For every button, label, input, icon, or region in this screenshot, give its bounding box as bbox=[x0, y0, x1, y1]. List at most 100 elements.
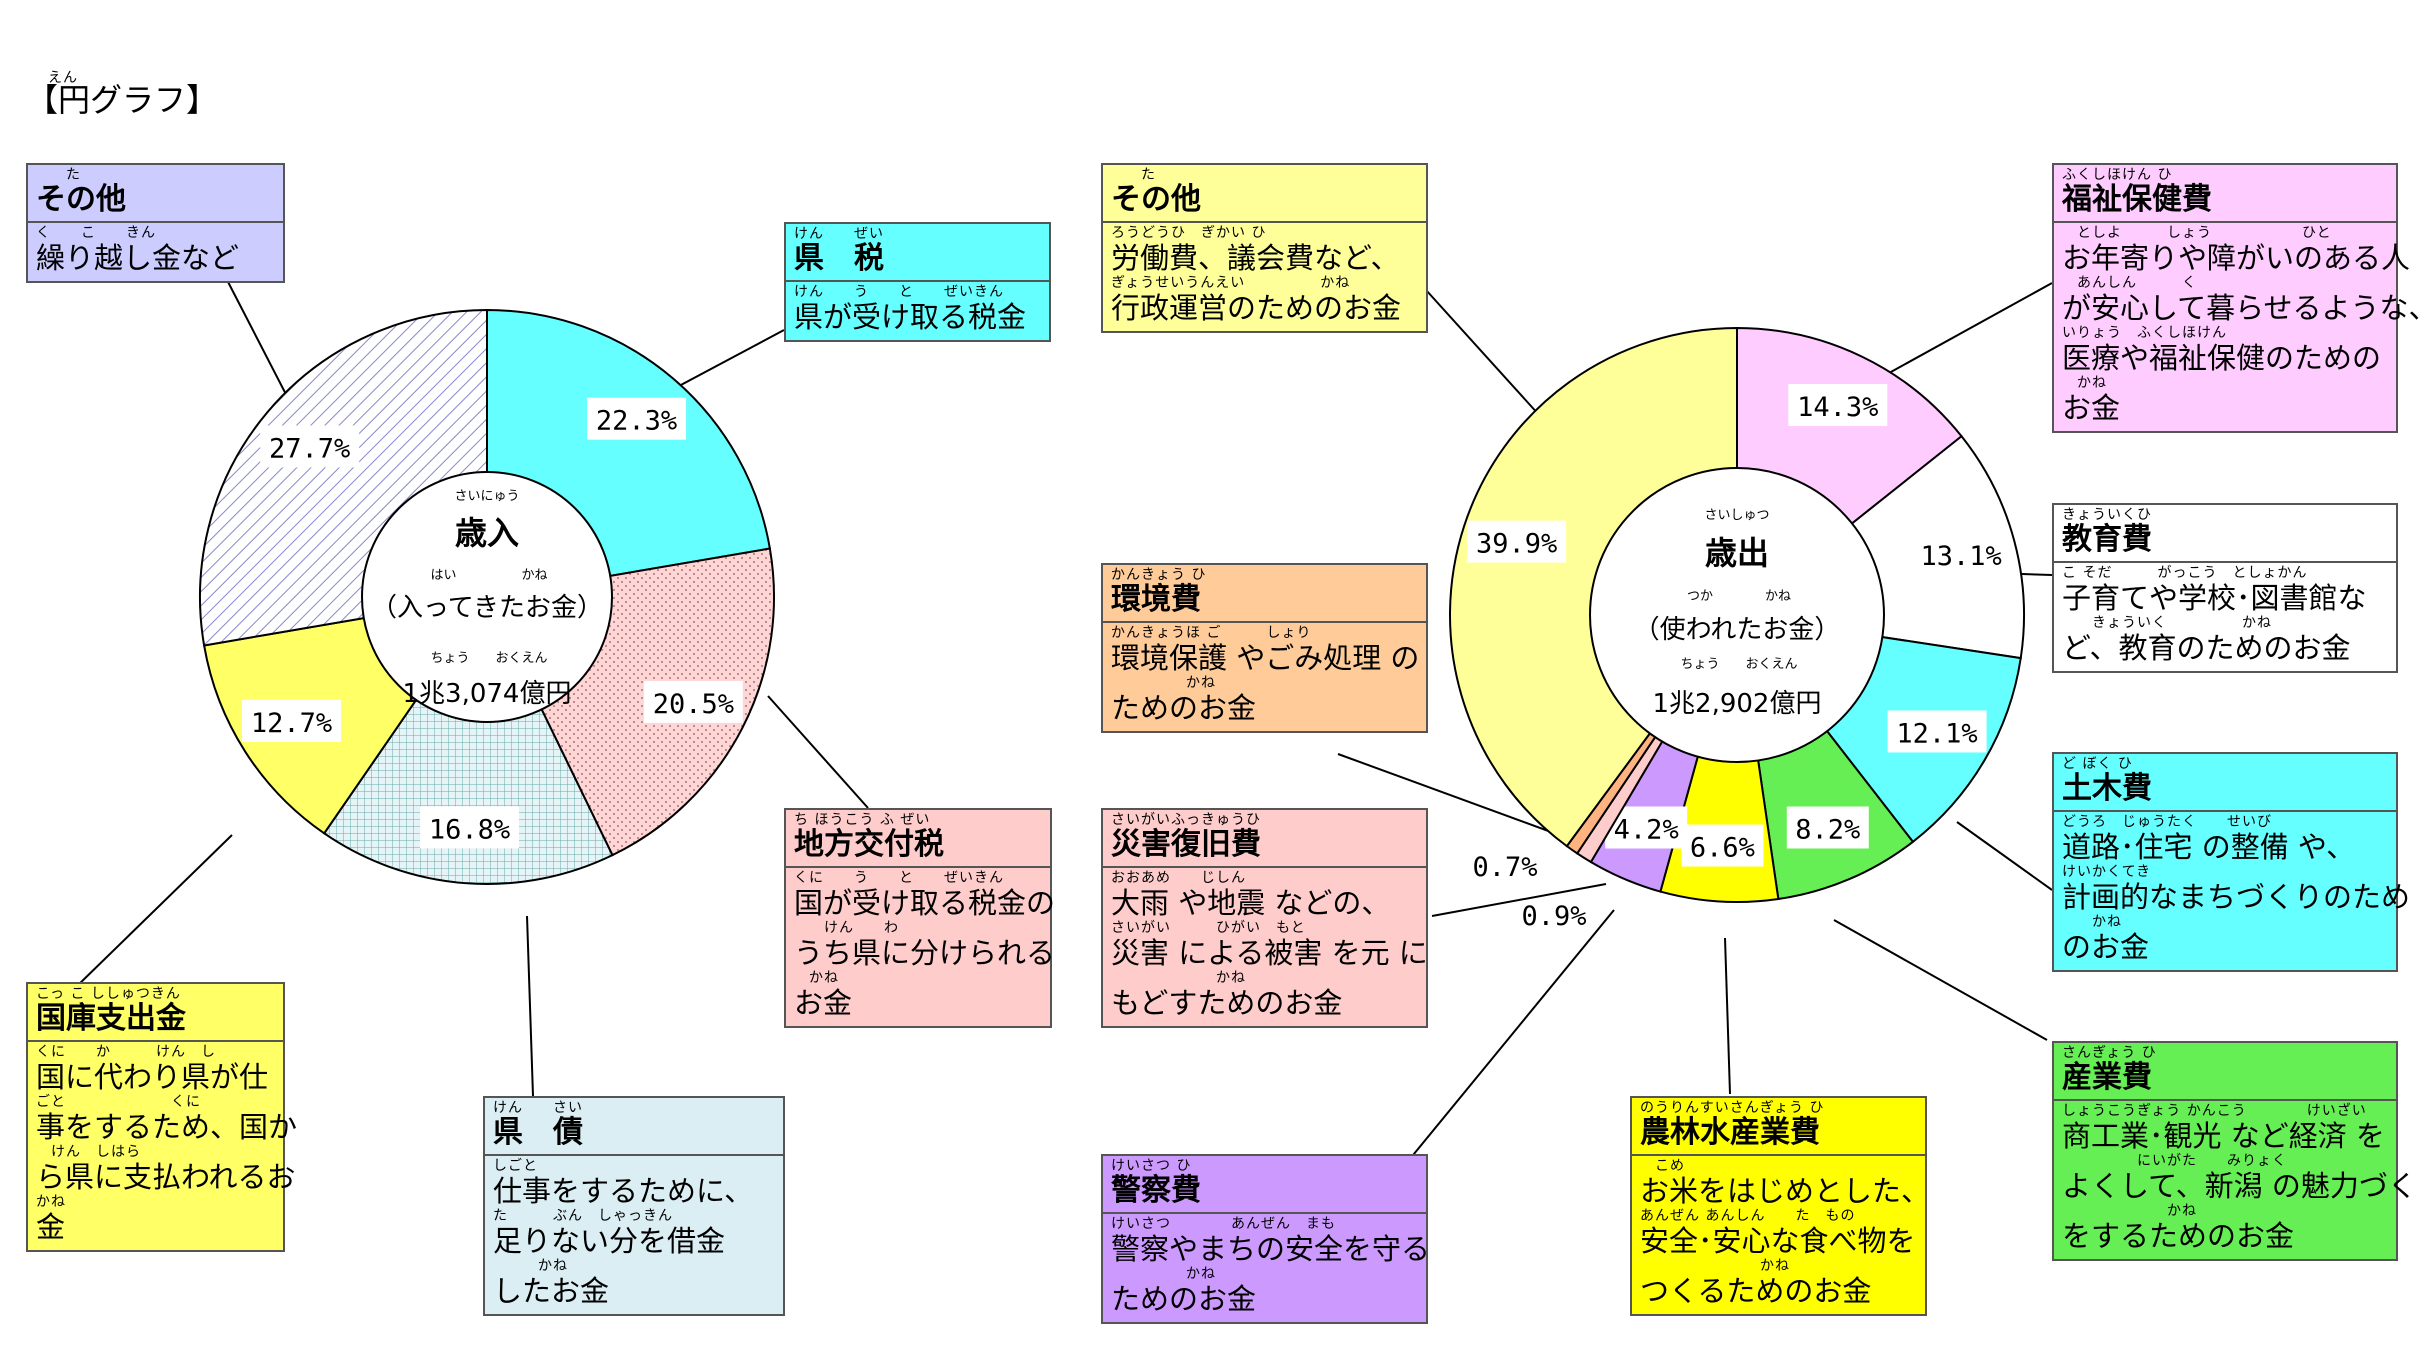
box-title-ruby: かんきょう ひ bbox=[1111, 567, 1207, 583]
box-title: 国庫支出金 bbox=[36, 1001, 186, 1036]
box-text: お年寄りや障がいのある人 bbox=[2062, 241, 2411, 275]
box-title-ruby: ち ほうこう ふ ぜい bbox=[794, 812, 931, 828]
expenditure-title: 歳出 bbox=[1705, 534, 1769, 572]
revenue-label-bg-3 bbox=[242, 699, 342, 742]
box-text: 労働費、議会費など、 bbox=[1111, 241, 1400, 275]
box-text-ruby: かね bbox=[2062, 1203, 2197, 1219]
label-box-exp-other: たその他ろうどうひ ぎかい ひ労働費、議会費など、ぎょうせいうんえい かね行政運… bbox=[1101, 163, 1428, 333]
box-text: ためのお金 bbox=[1111, 1282, 1257, 1316]
box-title-ruby: ふくしほけん ひ bbox=[2062, 167, 2173, 183]
revenue-label-3: 12.7% bbox=[251, 708, 332, 739]
box-body: くに う と ぜいきん国が受け取る税金の けん わうち県に分けられる かねお金 bbox=[786, 868, 1055, 1026]
box-text-ruby: けん う と ぜいきん bbox=[794, 284, 1004, 300]
box-text-ruby: た ぶん しゃっきん bbox=[493, 1208, 673, 1224]
box-text: お金 bbox=[794, 986, 853, 1020]
revenue-label-0: 22.3% bbox=[596, 406, 677, 437]
label-box-rev-koufu: ち ほうこう ふ ぜい地方交付税くに う と ぜいきん国が受け取る税金の けん … bbox=[784, 808, 1055, 1028]
box-title-ruby: きょういくひ bbox=[2062, 507, 2152, 523]
box-text-ruby: きょういく かね bbox=[2062, 615, 2272, 631]
box-header: ど ぼく ひ土木費 bbox=[2054, 754, 2396, 812]
box-text: 繰り越し金など bbox=[36, 241, 240, 275]
label-box-exp-police: けいさつ ひ警察費けいさつ あんぜん まも警察やまちの安全を守る かねためのお金 bbox=[1101, 1154, 1430, 1324]
box-title: 地方交付税 bbox=[794, 827, 944, 862]
expenditure-label-7: 0.7% bbox=[1472, 852, 1537, 883]
revenue-slice-2 bbox=[322, 595, 614, 885]
box-text-ruby: くに う と ぜいきん bbox=[794, 870, 1004, 886]
box-body: かんきょうほ ご しょり環境保護 やごみ処理 の かねためのお金 bbox=[1103, 623, 1426, 731]
label-box-rev-other: たその他く こ きん繰り越し金など bbox=[26, 163, 285, 283]
box-text: 足りない分を借金 bbox=[493, 1224, 726, 1258]
box-header: たその他 bbox=[1103, 165, 1426, 223]
box-text-ruby: しょうこうぎょう かんこう けいざい bbox=[2062, 1103, 2367, 1119]
box-text-ruby: おおあめ じしん bbox=[1111, 870, 1246, 886]
box-text-ruby: かんきょうほ ご しょり bbox=[1111, 625, 1312, 641]
label-box-exp-disaster: さいがいふっきゅうひ災害復旧費おおあめ じしん大雨 や地震 などの、さいがい ひ… bbox=[1101, 808, 1428, 1028]
box-text: 仕事をするために、 bbox=[493, 1174, 754, 1208]
box-text-ruby: ごと くに bbox=[36, 1094, 201, 1110]
box-title-ruby: さんぎょう ひ bbox=[2062, 1045, 2157, 1061]
revenue-label-bg-4 bbox=[260, 425, 360, 468]
box-header: こっ こ ししゅつきん国庫支出金 bbox=[28, 984, 283, 1042]
box-body: こ そだ がっこう としょかん子育てや学校･図書館な きょういく かねど、教育の… bbox=[2054, 563, 2396, 671]
box-title: 警察費 bbox=[1111, 1173, 1201, 1208]
box-text: 環境保護 やごみ処理 の bbox=[1111, 641, 1420, 675]
box-header: けん ぜい県 税 bbox=[786, 224, 1049, 282]
box-text: 大雨 や地震 などの、 bbox=[1111, 886, 1391, 920]
expenditure-label-0: 14.3% bbox=[1797, 392, 1878, 423]
label-box-exp-agri: のうりんすいさんぎょう ひ農林水産業費 こめお米をはじめとした、あんぜん あんし… bbox=[1630, 1096, 1930, 1316]
box-title: 県 税 bbox=[794, 241, 884, 276]
box-body: しょうこうぎょう かんこう けいざい商工業･観光 など経済 を にいがた みりょ… bbox=[2054, 1101, 2419, 1259]
box-text: 事をするため、国か bbox=[36, 1110, 298, 1144]
box-header: けん さい県 債 bbox=[485, 1098, 783, 1156]
expenditure-label-bg-1 bbox=[1911, 533, 2011, 576]
page-heading-text: 【円グラフ】 bbox=[26, 81, 219, 119]
expenditure-label-4: 6.6% bbox=[1690, 833, 1755, 864]
box-text-ruby: どうろ じゅうたく せいび bbox=[2062, 814, 2272, 830]
revenue-total-ruby: ちょう おくえん bbox=[430, 651, 547, 666]
box-text: ら県に支払われるお bbox=[36, 1160, 296, 1194]
box-title: 産業費 bbox=[2062, 1060, 2152, 1095]
box-title: 土木費 bbox=[2062, 771, 2152, 806]
box-header: きょういくひ教育費 bbox=[2054, 505, 2396, 563]
box-title-ruby: けん さい bbox=[493, 1100, 583, 1116]
box-text: 子育てや学校･図書館な bbox=[2062, 581, 2367, 615]
box-text: 道路･住宅 の整備 や、 bbox=[2062, 830, 2356, 864]
box-text: が安心して暮らせるような、 bbox=[2062, 291, 2419, 325]
box-text: ためのお金 bbox=[1111, 691, 1257, 725]
expenditure-label-bg-4 bbox=[1681, 824, 1764, 867]
box-text-ruby: いりょう ふくしほけん bbox=[2062, 325, 2227, 341]
label-box-rev-tax: けん ぜい県 税けん う と ぜいきん県が受け取る税金 bbox=[784, 222, 1051, 342]
box-title-ruby: けん ぜい bbox=[794, 226, 884, 242]
expenditure-label-2: 12.1% bbox=[1896, 718, 1977, 749]
box-text-ruby: くに か けん し bbox=[36, 1044, 216, 1060]
box-text-ruby: ろうどうひ ぎかい ひ bbox=[1111, 225, 1267, 241]
box-text: 医療や福祉保健のための bbox=[2062, 341, 2382, 375]
revenue-label-1: 20.5% bbox=[653, 689, 734, 720]
box-title-ruby: ど ぼく ひ bbox=[2062, 756, 2133, 772]
box-text: つくるためのお金 bbox=[1640, 1274, 1872, 1308]
expenditure-label-bg-0 bbox=[1788, 384, 1888, 427]
box-text-ruby: ぎょうせいうんえい かね bbox=[1111, 275, 1351, 291]
box-body: く こ きん繰り越し金など bbox=[28, 223, 283, 281]
box-title-ruby: こっ こ ししゅつきん bbox=[36, 986, 181, 1002]
box-text-ruby: かね bbox=[36, 1194, 66, 1210]
box-title: 福祉保健費 bbox=[2062, 182, 2212, 217]
revenue-title-ruby: さいにゅう bbox=[454, 489, 519, 504]
box-header: けいさつ ひ警察費 bbox=[1103, 1156, 1426, 1214]
expenditure-title-ruby: さいしゅつ bbox=[1704, 508, 1769, 523]
box-text-ruby: けいさつ あんぜん まも bbox=[1111, 1216, 1336, 1232]
box-text-ruby: こめ bbox=[1640, 1158, 1685, 1174]
box-text: 計画的なまちづくりのため bbox=[2062, 880, 2411, 914]
box-text-ruby: あんしん く bbox=[2062, 275, 2197, 291]
box-text-ruby: あんぜん あんしん た もの bbox=[1640, 1208, 1856, 1224]
expenditure-label-1: 13.1% bbox=[1921, 541, 2002, 572]
revenue-title: 歳入 bbox=[455, 514, 519, 552]
expenditure-label-bg-3 bbox=[1786, 806, 1869, 849]
box-text: 県が受け取る税金 bbox=[794, 300, 1027, 334]
box-title: 教育費 bbox=[2062, 522, 2152, 557]
box-body: どうろ じゅうたく せいび道路･住宅 の整備 や、けいかくてき計画的なまちづくり… bbox=[2054, 812, 2411, 970]
box-text-ruby: かね bbox=[2062, 914, 2122, 930]
expenditure-label-8: 39.9% bbox=[1476, 529, 1557, 560]
box-text-ruby: かね bbox=[493, 1258, 568, 1274]
box-text: よくして、新潟 の魅力づくり bbox=[2062, 1169, 2419, 1203]
